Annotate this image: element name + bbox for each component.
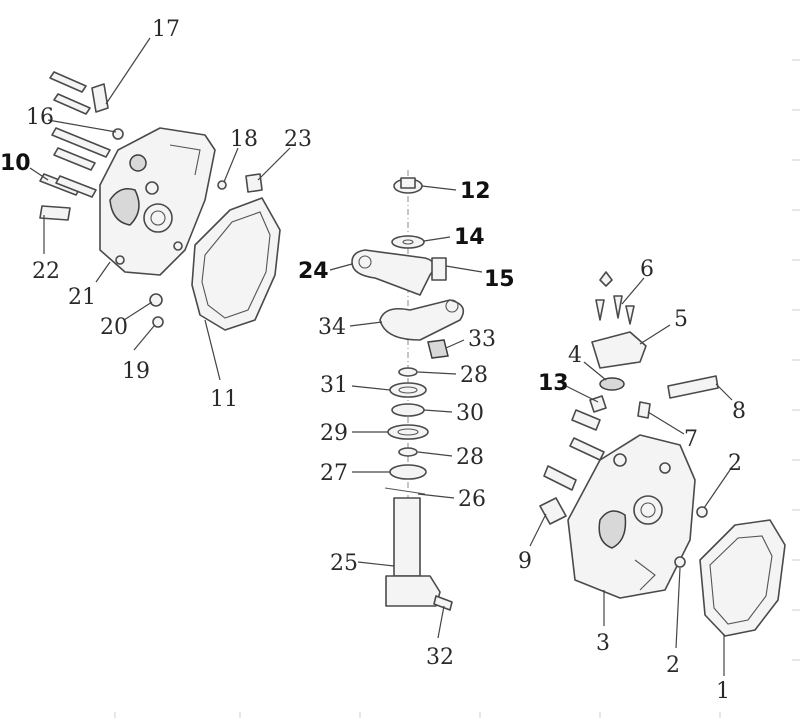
label-17: 17: [152, 17, 180, 42]
left-bolts: [39, 71, 111, 221]
label-11: 11: [210, 387, 238, 412]
right-cover-plate: [699, 519, 786, 637]
label-30: 30: [456, 401, 484, 426]
label-2-lower: 2: [666, 653, 680, 678]
label-8: 8: [732, 399, 746, 424]
label-28-lower: 28: [456, 445, 484, 470]
label-7: 7: [684, 427, 698, 452]
label-1: 1: [716, 679, 730, 704]
label-25: 25: [330, 551, 358, 576]
label-33: 33: [468, 327, 496, 352]
label-34: 34: [318, 315, 346, 340]
label-31: 31: [320, 373, 348, 398]
label-24: 24: [298, 259, 329, 284]
label-20: 20: [100, 315, 128, 340]
left-gasket: [191, 197, 281, 331]
page-edge-ticks: [114, 59, 800, 718]
right-crankcase: [567, 434, 696, 599]
label-12: 12: [460, 179, 491, 204]
label-26: 26: [458, 487, 486, 512]
label-29: 29: [320, 421, 348, 446]
part-number-labels: 17 16 10 22 21 20 19 18 23 11 12 14 24 1…: [0, 17, 746, 704]
label-21: 21: [68, 285, 96, 310]
right-small-parts: [539, 271, 719, 568]
label-14: 14: [454, 225, 485, 250]
label-6: 6: [640, 257, 654, 282]
label-5: 5: [674, 307, 688, 332]
label-19: 19: [122, 359, 150, 384]
label-4: 4: [568, 343, 582, 368]
label-23: 23: [284, 127, 312, 152]
label-32: 32: [426, 645, 454, 670]
label-18: 18: [230, 127, 258, 152]
label-9: 9: [518, 549, 532, 574]
left-small-parts: [91, 83, 263, 328]
label-27: 27: [320, 461, 348, 486]
label-28-upper: 28: [460, 363, 488, 388]
label-15: 15: [484, 267, 515, 292]
label-16: 16: [26, 105, 54, 130]
center-assembly: [351, 170, 465, 611]
label-2-upper: 2: [728, 451, 742, 476]
label-3: 3: [596, 631, 610, 656]
label-10: 10: [0, 151, 31, 176]
left-crankcase-cover: [99, 127, 216, 276]
leader-lines: [29, 37, 733, 676]
label-22: 22: [32, 259, 60, 284]
label-13: 13: [538, 371, 569, 396]
